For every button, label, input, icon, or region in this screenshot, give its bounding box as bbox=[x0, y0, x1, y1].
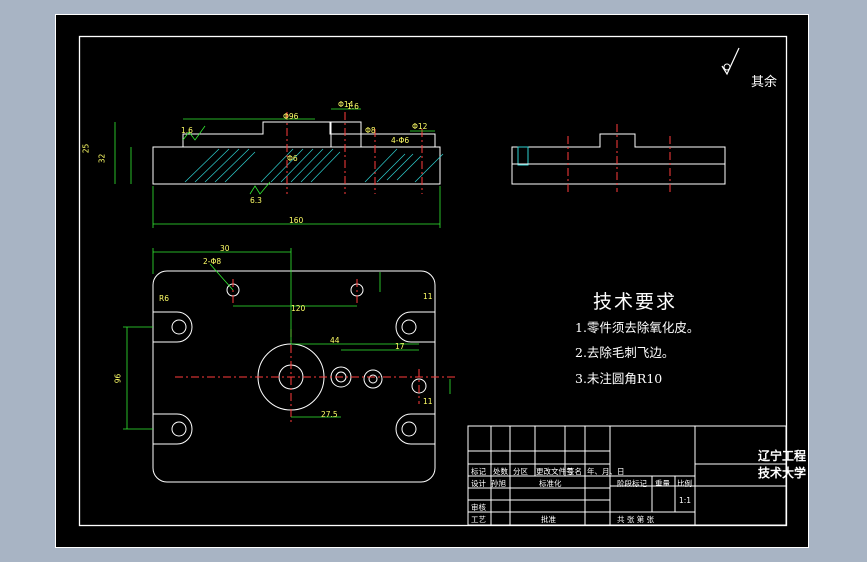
tb-scale-value: 1:1 bbox=[679, 496, 692, 505]
tech-requirements-title: 技术要求 bbox=[593, 291, 678, 313]
side-view bbox=[511, 133, 726, 185]
dim-27-5: 27.5 bbox=[321, 410, 338, 419]
tb-scale-label: 比例 bbox=[677, 479, 692, 488]
tb-count: 处数 bbox=[493, 467, 508, 476]
dim-44: 44 bbox=[330, 336, 340, 345]
dim-height-32: 32 bbox=[97, 153, 107, 164]
tb-designer-name: 孙旭 bbox=[491, 479, 506, 488]
tb-weight: 重量 bbox=[655, 479, 670, 488]
tb-zone: 分区 bbox=[513, 467, 528, 476]
dim-d14: Φ14 bbox=[338, 100, 354, 109]
dim-d8: Φ8 bbox=[365, 126, 376, 135]
front-dimension-lines bbox=[114, 108, 441, 228]
dim-d6: Φ6 bbox=[287, 154, 298, 163]
ra-6-3: 6.3 bbox=[250, 196, 262, 205]
tb-approve: 批准 bbox=[541, 515, 556, 524]
top-dimension-lines bbox=[123, 248, 451, 430]
dim-30: 30 bbox=[220, 244, 230, 253]
roughness-symbol bbox=[721, 47, 740, 76]
dim-4d6: 4-Φ6 bbox=[391, 136, 410, 145]
dim-d96: Φ96 bbox=[283, 112, 299, 121]
tb-standardize: 标准化 bbox=[539, 479, 562, 488]
tb-change-doc: 更改文件号 bbox=[536, 467, 574, 476]
roughness-note: 其余 bbox=[751, 75, 778, 90]
tb-date: 年、月、日 bbox=[587, 467, 625, 476]
ra-1-6: 1.6 bbox=[181, 126, 193, 135]
dim-height-25: 25 bbox=[81, 143, 91, 154]
dim-2-d8: 2-Φ8 bbox=[203, 257, 222, 266]
dim-120: 120 bbox=[291, 304, 306, 313]
drawing-sheet: 25 32 Φ96 Φ14 Φ8 Φ12 4-Φ6 Φ6 1.6 6.3 1.6… bbox=[55, 14, 809, 548]
top-centerlines bbox=[175, 279, 455, 424]
dim-11-b: 11 bbox=[423, 397, 433, 406]
dim-r6: R6 bbox=[159, 294, 169, 303]
front-hatching bbox=[184, 148, 444, 183]
ra-1-6-b: 1.6 bbox=[347, 102, 359, 111]
outer-frame bbox=[55, 14, 809, 548]
dim-11-a: 11 bbox=[423, 292, 433, 301]
tb-review: 审核 bbox=[471, 503, 486, 512]
dim-d12: Φ12 bbox=[412, 122, 428, 131]
tech-requirement-3: 3.未注圆角R10 bbox=[575, 371, 663, 386]
roughness-circle bbox=[723, 63, 731, 71]
tb-stage-mark: 阶段标记 bbox=[617, 479, 647, 488]
tb-sheets: 共 张 第 张 bbox=[617, 515, 655, 524]
title-block-lines bbox=[467, 425, 787, 526]
tb-sign: 签名 bbox=[567, 467, 582, 476]
tech-requirement-1: 1.零件须去除氧化皮。 bbox=[575, 320, 700, 335]
university-name: 辽宁工程技术大学 bbox=[758, 449, 807, 480]
front-section-view bbox=[152, 121, 441, 185]
tech-requirement-2: 2.去除毛刺飞边。 bbox=[575, 345, 675, 360]
tb-process: 工艺 bbox=[471, 515, 486, 524]
front-centerlines bbox=[286, 112, 423, 194]
inner-frame bbox=[78, 35, 788, 527]
dim-96: 96 bbox=[113, 373, 123, 384]
dim-17: 17 bbox=[395, 342, 405, 351]
tb-design: 设计 bbox=[471, 479, 486, 488]
tb-mark: 标记 bbox=[471, 467, 486, 476]
engineering-drawing bbox=[55, 14, 809, 548]
dim-length-160: 160 bbox=[289, 216, 304, 225]
side-centerlines bbox=[567, 124, 671, 192]
